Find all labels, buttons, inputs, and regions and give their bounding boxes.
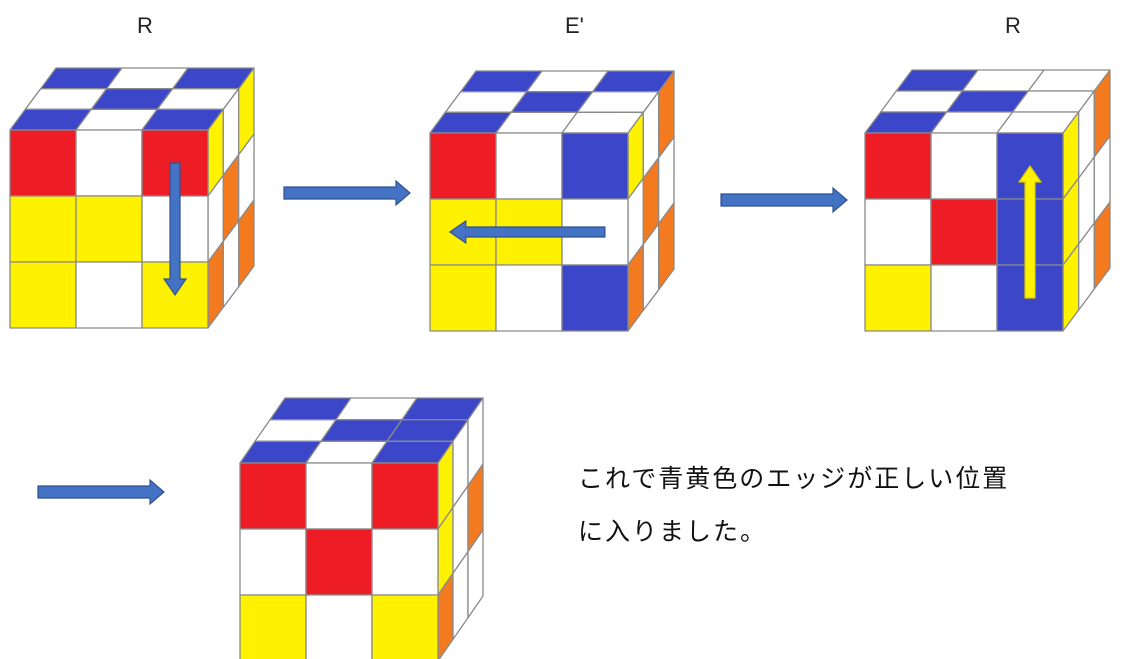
move-arrow <box>162 162 188 297</box>
front-sticker <box>305 528 373 596</box>
front-sticker <box>561 264 629 332</box>
flow-arrow-1 <box>283 179 411 207</box>
move-arrow <box>448 219 606 245</box>
step-label-3: R <box>1005 13 1021 38</box>
front-sticker <box>371 528 439 596</box>
side-sticker <box>658 202 675 291</box>
front-sticker <box>371 462 439 530</box>
side-sticker <box>467 529 484 619</box>
move-arrow <box>1017 164 1043 299</box>
caption-line-2: に入りました。 <box>578 517 768 546</box>
step-label-1: R <box>137 13 153 38</box>
caption-text: これで青黄色のエッジが正しい位置 に入りました。 <box>578 452 1009 558</box>
side-sticker <box>238 199 255 288</box>
front-sticker <box>239 462 307 530</box>
front-sticker <box>305 462 373 530</box>
front-sticker <box>305 594 373 659</box>
step-label-2: E' <box>565 13 584 38</box>
side-sticker <box>1093 201 1111 290</box>
front-sticker <box>239 594 307 659</box>
flow-arrow-3 <box>37 478 165 506</box>
flow-arrow-2 <box>720 186 848 214</box>
front-sticker <box>371 594 439 659</box>
front-sticker <box>239 528 307 596</box>
caption-line-1: これで青黄色のエッジが正しい位置 <box>578 464 1010 493</box>
